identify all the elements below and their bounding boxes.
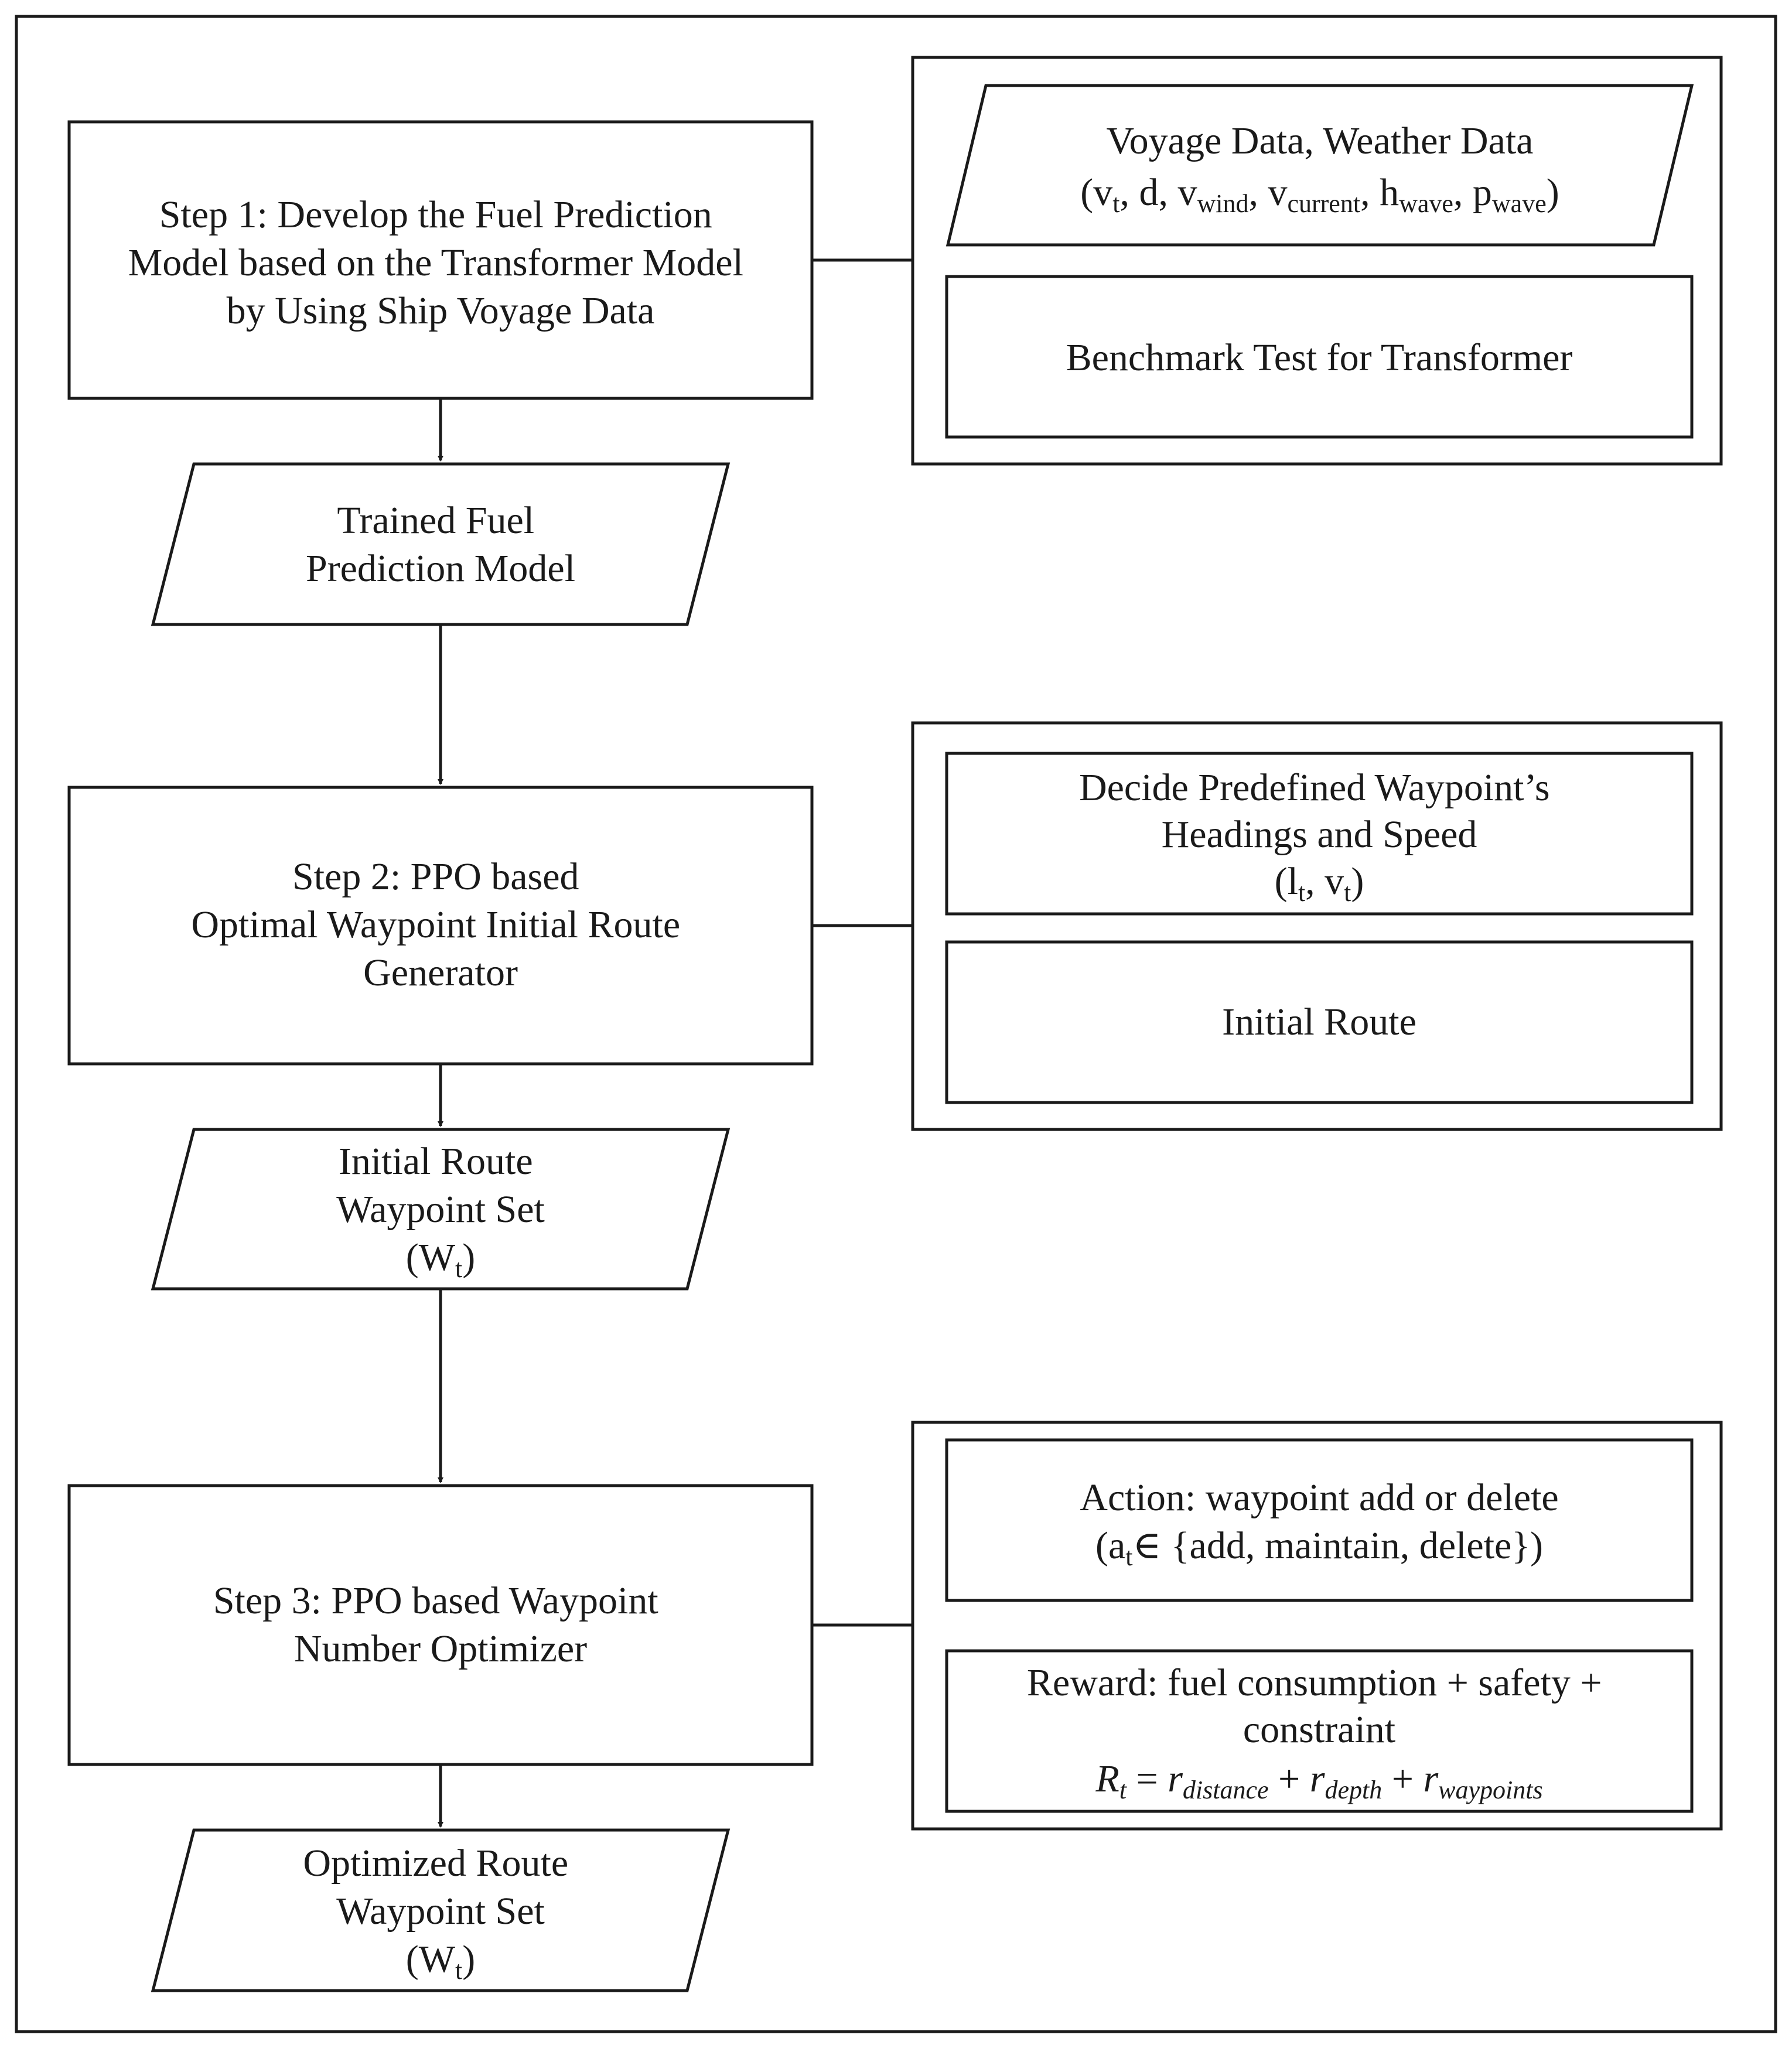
reward-formula: Rt = rdistance + rdepth + rwaypoints xyxy=(1095,1757,1542,1804)
initial-route-set-var: (Wt) xyxy=(406,1236,476,1283)
step3-line-1: Step 3: PPO based Waypoint xyxy=(213,1579,658,1622)
data-input-title: Voyage Data, Weather Data xyxy=(1107,120,1534,162)
step2-line-1: Step 2: PPO based xyxy=(292,855,579,898)
optimized-route-set-var: (Wt) xyxy=(406,1938,476,1985)
reward-line-1: Reward: fuel consumption + safety + xyxy=(1027,1661,1602,1704)
svg-text:Optimized Route Waypoint S: Optimized Route Waypoint Set xyxy=(303,1842,578,1933)
trained-model-line-2: Prediction Model xyxy=(306,547,575,590)
step1-box xyxy=(67,120,814,400)
group3-frame xyxy=(911,1421,1723,1831)
optimized-route-set-line-2: Waypoint Set xyxy=(336,1890,545,1933)
action-title: Action: waypoint add or delete xyxy=(1080,1476,1558,1519)
initial-route-label: Initial Route xyxy=(1222,1001,1416,1043)
step1-line-2: Model based on the Transformer Model xyxy=(128,241,743,284)
reward-line-2: constraint xyxy=(1243,1708,1395,1751)
trained-model-line-1: Trained Fuel xyxy=(337,499,534,542)
group1-frame xyxy=(911,56,1723,466)
svg-text:Trained Fuel Prediction Mo: Trained Fuel Prediction Model xyxy=(306,499,575,590)
svg-text:Step 3: PPO based Waypoint: Step 3: PPO based Waypoint Number Optimi… xyxy=(213,1579,668,1670)
data-input-variables: (vt, d, vwind, vcurrent, hwave, pwave) xyxy=(1080,171,1559,218)
initial-route-set-parallelogram xyxy=(151,1128,731,1291)
initial-route-box xyxy=(945,940,1694,1104)
action-box xyxy=(945,1438,1694,1602)
svg-text:Step 1: Develop the Fuel Predi: Step 1: Develop the Fuel Prediction Mode… xyxy=(128,193,753,332)
decide-line-1: Decide Predefined Waypoint’s xyxy=(1079,766,1550,809)
step3-box xyxy=(67,1484,814,1766)
reward-box xyxy=(945,1649,1694,1813)
svg-text:Initial Route Waypoint Set: Initial Route Waypoint Set xyxy=(336,1140,545,1231)
decide-box xyxy=(945,752,1694,916)
outer-border xyxy=(15,15,1777,2033)
data-input-parallelogram xyxy=(946,84,1694,247)
svg-text:Step 2: PPO based Optimal: Step 2: PPO based Optimal Waypoint Initi… xyxy=(191,855,690,994)
benchmark-label: Benchmark Test for Transformer xyxy=(1066,336,1573,379)
svg-text:Decide Predefined Waypoint’s: Decide Predefined Waypoint’s Headings an… xyxy=(1079,766,1559,856)
step3-line-2: Number Optimizer xyxy=(294,1627,587,1670)
step1-line-3: by Using Ship Voyage Data xyxy=(227,289,655,332)
benchmark-box xyxy=(945,275,1694,439)
optimized-route-set-line-1: Optimized Route xyxy=(303,1842,568,1885)
svg-text:Reward: fuel consumption + saf: Reward: fuel consumption + safety + cons… xyxy=(1027,1661,1612,1751)
optimized-route-set-parallelogram xyxy=(151,1828,731,1992)
step2-line-3: Generator xyxy=(363,951,518,994)
action-set: (at∈ {add, maintain, delete}) xyxy=(1095,1524,1543,1571)
group2-frame xyxy=(911,721,1723,1131)
trained-model-parallelogram xyxy=(151,462,731,626)
step1-line-1: Step 1: Develop the Fuel Prediction xyxy=(159,193,712,236)
initial-route-set-line-2: Waypoint Set xyxy=(336,1188,545,1231)
decide-line-2: Headings and Speed xyxy=(1162,813,1477,856)
step2-box xyxy=(67,786,814,1066)
decide-variables: (lt, vt) xyxy=(1275,860,1364,907)
step2-line-2: Optimal Waypoint Initial Route xyxy=(191,903,680,946)
initial-route-set-line-1: Initial Route xyxy=(339,1140,533,1183)
